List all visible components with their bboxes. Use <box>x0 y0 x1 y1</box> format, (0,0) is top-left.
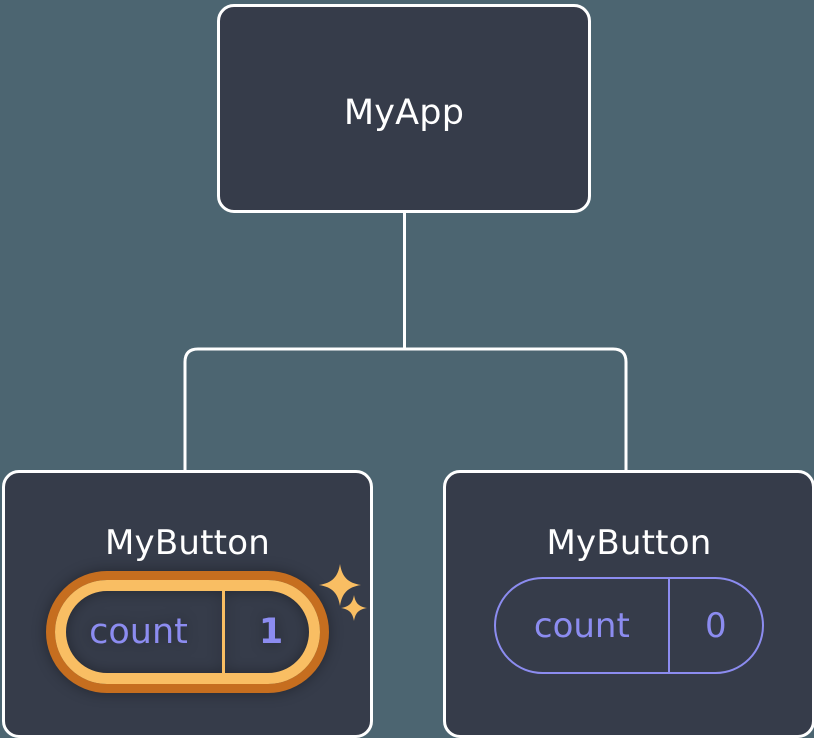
node-myapp-label: MyApp <box>343 93 465 133</box>
state-value-2: 0 <box>705 605 727 646</box>
state-pill-wrapper-2: count 0 <box>446 577 812 674</box>
state-pill-plain[interactable]: count 0 <box>494 577 764 674</box>
node-mybutton-1-label: MyButton <box>105 523 270 563</box>
state-key-1: count <box>55 580 225 684</box>
state-value-1: 1 <box>258 612 284 652</box>
state-pill-wrapper-1: count 1 <box>5 571 370 693</box>
node-mybutton-1[interactable]: MyButton count 1 <box>2 470 373 738</box>
state-key-2: count <box>496 579 670 672</box>
state-pill-highlighted[interactable]: count 1 <box>46 571 329 693</box>
edge-child-bus <box>183 347 628 470</box>
node-myapp[interactable]: MyApp <box>217 4 591 213</box>
node-mybutton-2-label: MyButton <box>546 523 712 563</box>
node-mybutton-2[interactable]: MyButton count 0 <box>443 470 814 738</box>
